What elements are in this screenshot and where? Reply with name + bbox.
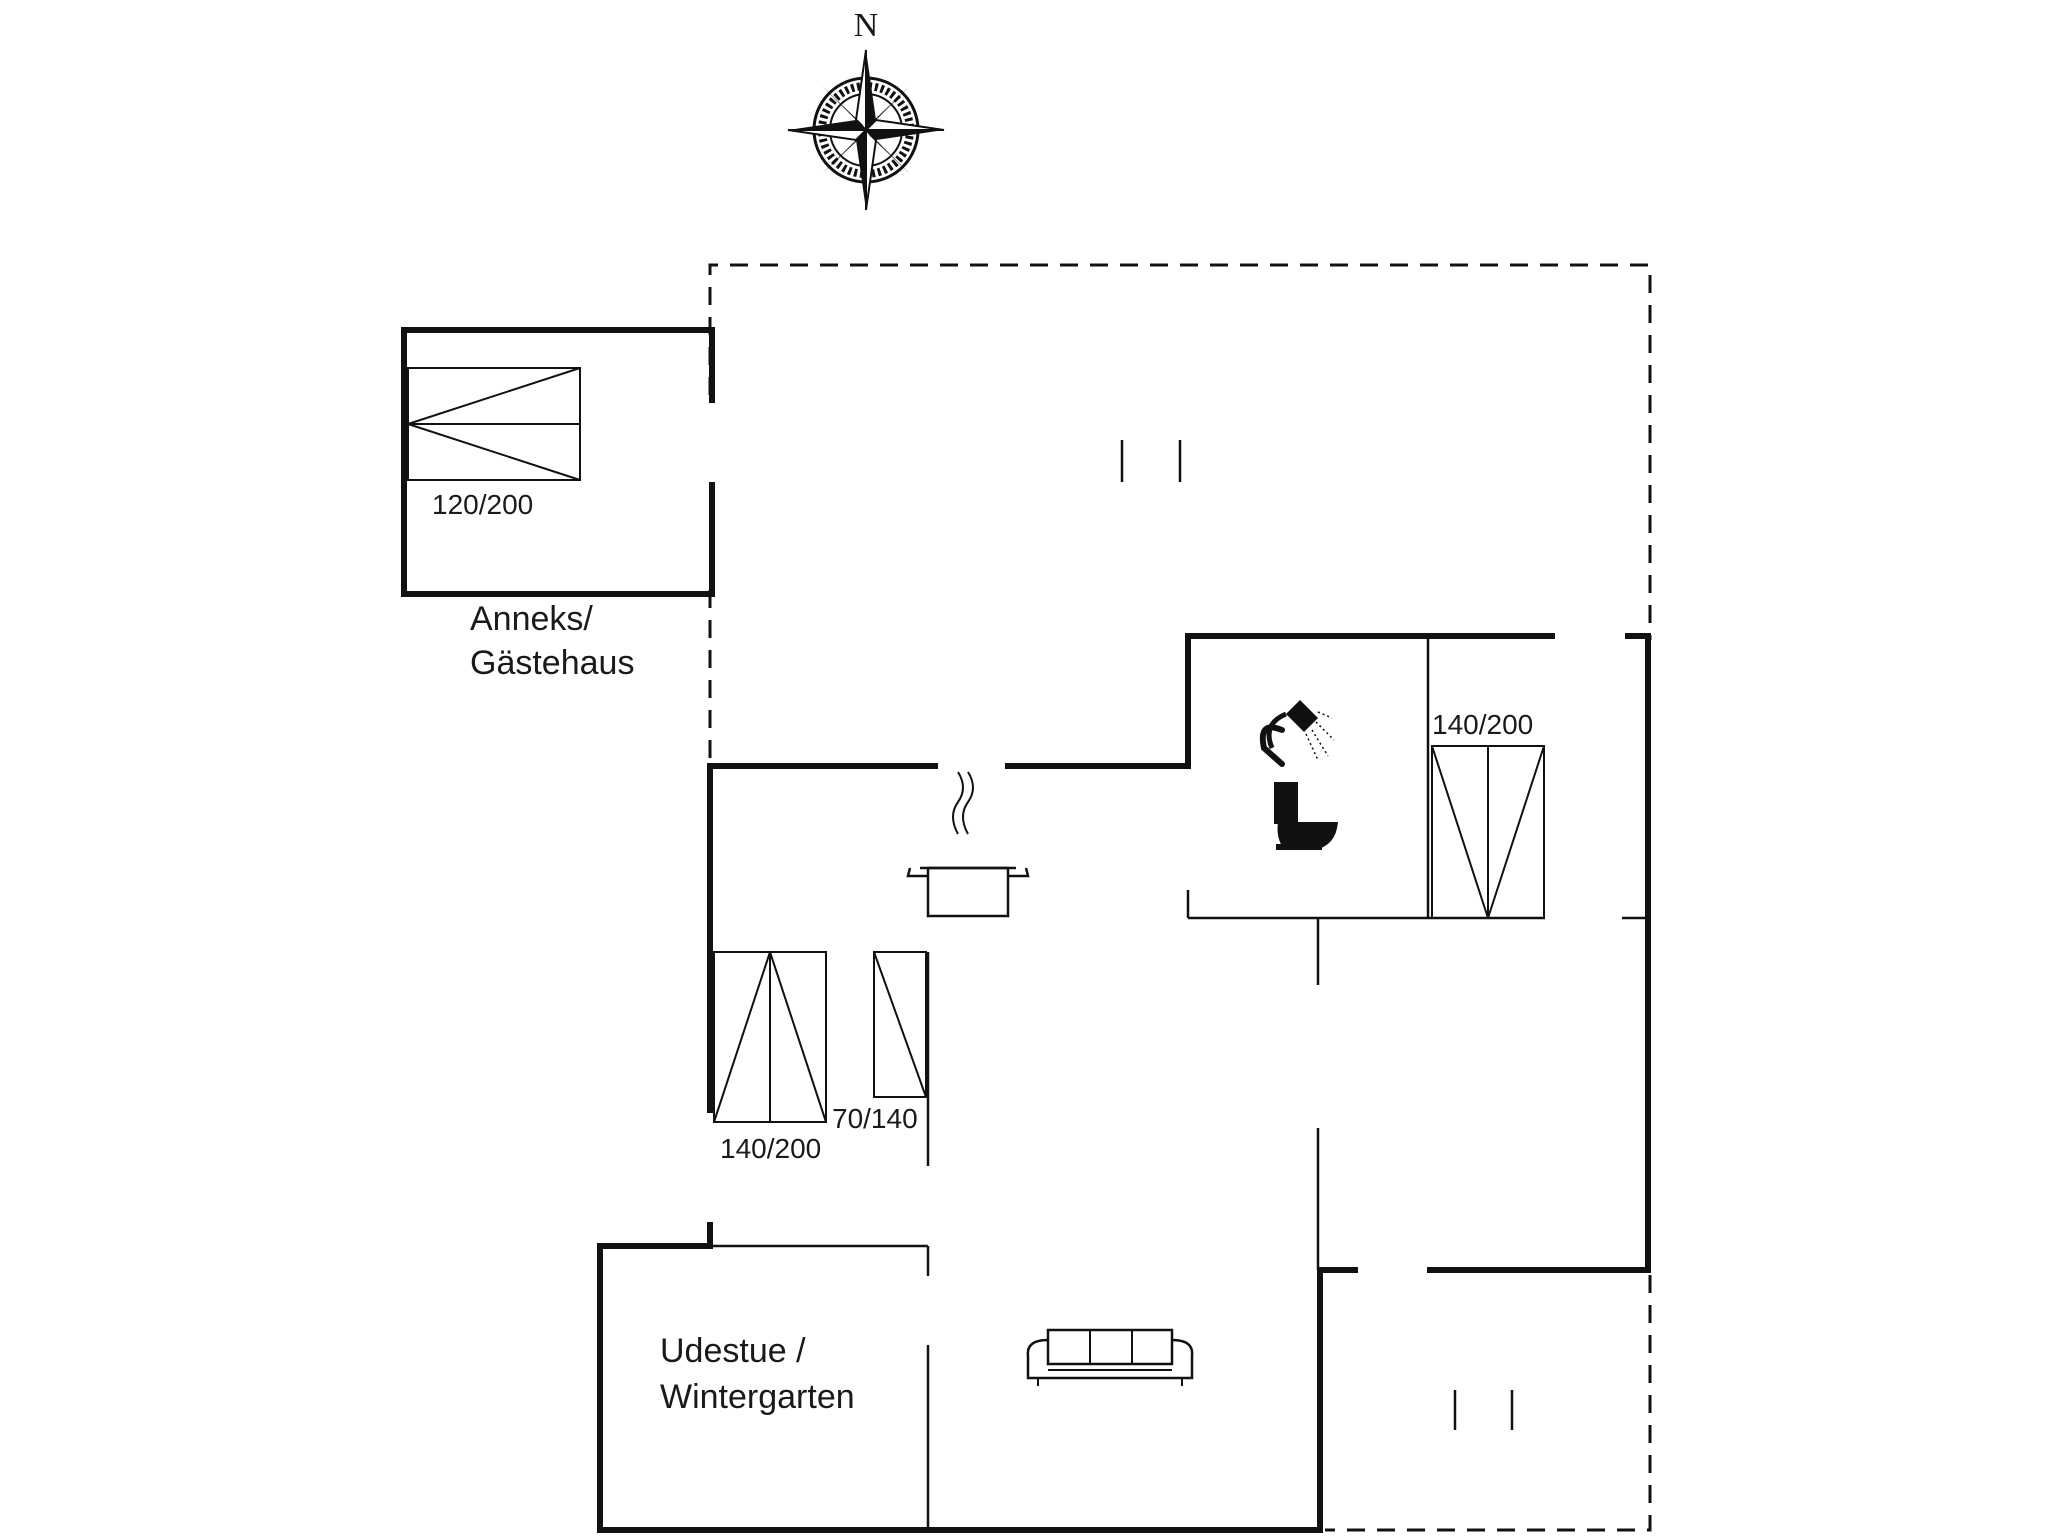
compass-rose-icon: N — [787, 7, 945, 211]
double-bed-size: 140/200 — [720, 1133, 821, 1164]
annex-bed-icon — [407, 367, 581, 481]
double-bed-icon — [713, 951, 827, 1123]
single-bed-size: 70/140 — [832, 1103, 918, 1134]
toilet-icon — [1274, 782, 1338, 850]
bathroom — [1259, 700, 1338, 850]
annex-room: 120/200 Anneks/ Gästehaus — [401, 327, 715, 682]
north-label: N — [854, 7, 879, 44]
bedroom-east: 140/200 — [1431, 709, 1545, 919]
sunroom: Udestue / Wintergarten — [660, 1332, 855, 1416]
main-house-walls — [597, 633, 1651, 1533]
terrace-marks — [1120, 440, 1514, 1430]
annex-label-line2: Gästehaus — [470, 644, 634, 682]
annex-bed-size: 120/200 — [432, 489, 533, 520]
east-bed-size: 140/200 — [1432, 709, 1533, 740]
annex-label-line1: Anneks/ — [470, 600, 593, 638]
bedroom-west: 140/200 70/140 — [713, 951, 927, 1164]
east-bed-icon — [1431, 745, 1545, 919]
living-room — [1026, 1328, 1194, 1386]
cooking-pot-icon — [906, 771, 1030, 918]
shower-icon — [1259, 700, 1335, 767]
sofa-icon — [1026, 1328, 1194, 1386]
kitchen — [906, 771, 1030, 918]
sunroom-label-line1: Udestue / — [660, 1332, 806, 1370]
single-bed-icon — [873, 951, 927, 1098]
sunroom-label-line2: Wintergarten — [660, 1378, 855, 1416]
